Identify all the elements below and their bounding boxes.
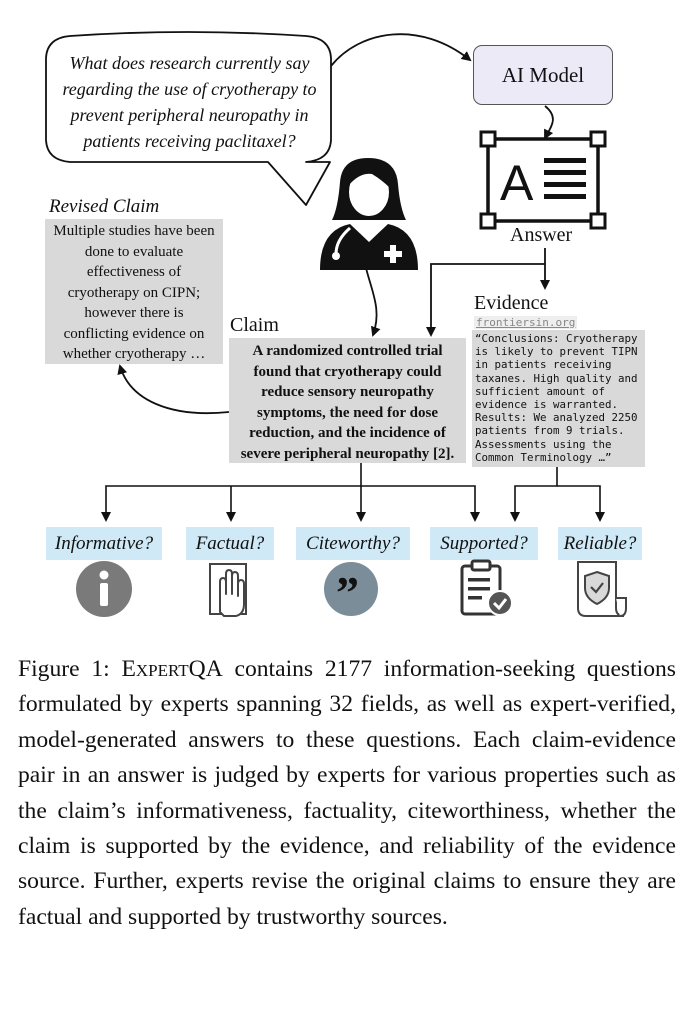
doctor-icon	[320, 158, 418, 270]
answer-document-icon: A	[479, 130, 607, 230]
flow-arrows	[101, 33, 605, 522]
evidence-title: Evidence	[474, 292, 549, 314]
revised-claim-title: Revised Claim	[49, 196, 160, 217]
arrow-answer-to-claim	[426, 263, 545, 337]
arrow-claim-to-revised	[117, 364, 230, 414]
property-citeworthy: Citeworthy?	[296, 527, 410, 560]
arrow-question-to-model	[330, 33, 472, 67]
answer-label: Answer	[510, 224, 573, 246]
property-supported: Supported?	[430, 527, 538, 560]
property-reliable: Reliable?	[558, 527, 642, 560]
evidence-box: “Conclusions: Cryotherapy is likely to p…	[472, 330, 645, 467]
speech-bubble	[45, 31, 332, 206]
question-text: What does research currently say regardi…	[62, 53, 317, 151]
claim-title: Claim	[230, 314, 279, 336]
svg-text:”: ”	[336, 567, 359, 618]
hand-on-document-icon	[209, 563, 247, 617]
info-icon	[76, 561, 132, 617]
property-factual: Factual?	[186, 527, 274, 560]
quote-icon: ”	[324, 562, 378, 618]
caption-prefix: Figure 1:	[18, 656, 122, 682]
shield-certificate-icon	[577, 561, 627, 617]
svg-text:A: A	[500, 155, 534, 211]
arrow-model-to-answer	[544, 105, 554, 140]
caption-body: contains 2177 information-seeking questi…	[18, 656, 676, 930]
claim-box: A randomized controlled trial found that…	[229, 338, 466, 463]
property-informative: Informative?	[46, 527, 162, 560]
ai-model-box: AI Model	[473, 45, 613, 105]
arrow-expert-to-claim	[365, 267, 381, 337]
clipboard-check-icon	[460, 559, 513, 616]
revised-claim-box: Multiple studies have been done to evalu…	[45, 219, 223, 364]
figure-caption: Figure 1: ExpertQA contains 2177 informa…	[18, 652, 676, 935]
evidence-source-link[interactable]: frontiersin.org	[474, 316, 578, 329]
caption-dataset-name: ExpertQA	[121, 656, 223, 682]
